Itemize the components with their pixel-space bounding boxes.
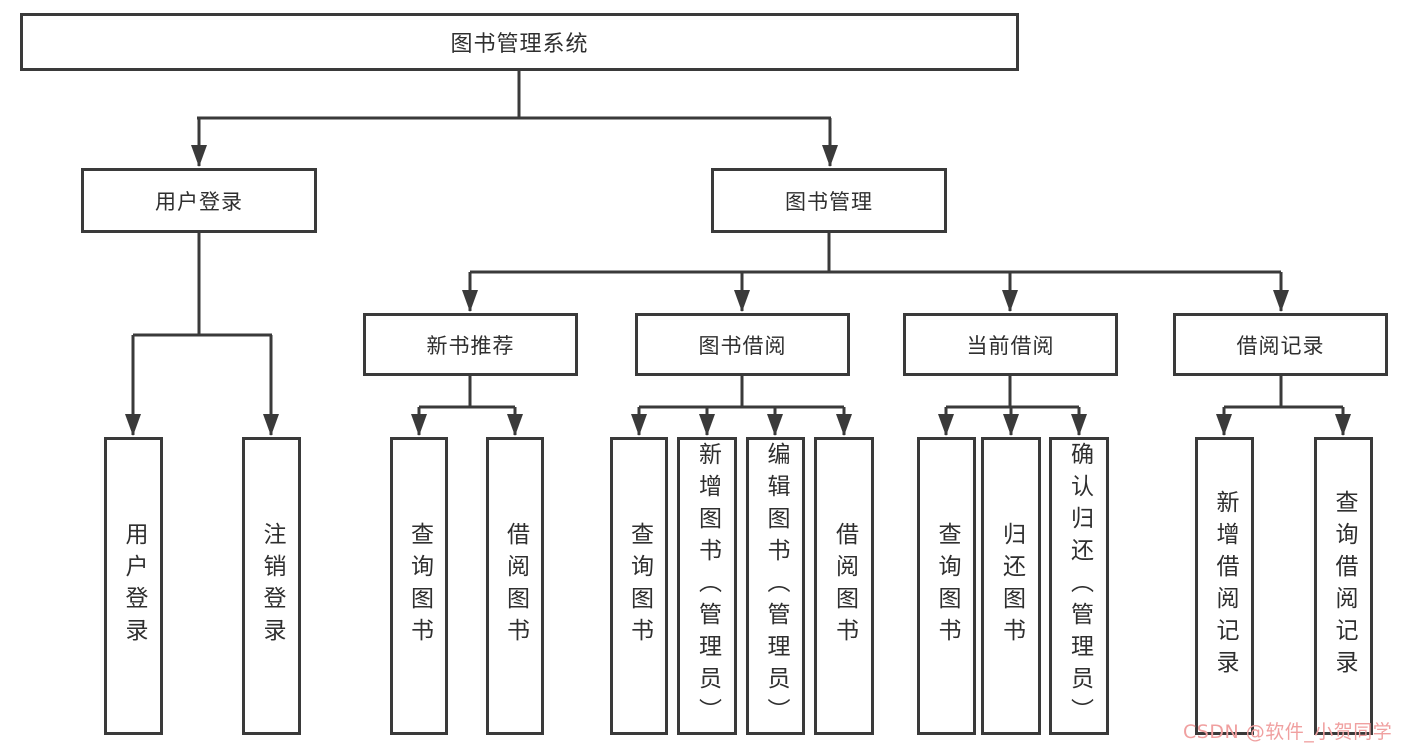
node-label: 归还图书 bbox=[998, 522, 1025, 650]
node-label: 编辑图书（管理员） bbox=[763, 442, 789, 730]
node-leaf-query-book: 查询图书 bbox=[610, 437, 668, 735]
node-leaf-confirm-return-admin: 确认归还（管理员） bbox=[1049, 437, 1109, 735]
node-label: 查询借阅记录 bbox=[1331, 490, 1357, 682]
node-root-label: 图书管理系统 bbox=[450, 32, 589, 57]
node-current-borrow: 当前借阅 bbox=[903, 313, 1118, 376]
node-label: 用户登录 bbox=[155, 189, 243, 214]
node-book-management-branch: 图书管理 bbox=[711, 168, 947, 233]
node-label: 查询图书 bbox=[406, 522, 433, 650]
node-leaf-user-login: 用户登录 bbox=[104, 437, 163, 735]
node-label: 借阅图书 bbox=[831, 522, 858, 650]
node-leaf-query-borrow-record: 查询借阅记录 bbox=[1314, 437, 1373, 735]
node-label: 新增借阅记录 bbox=[1212, 490, 1238, 682]
node-leaf-borrow-book: 借阅图书 bbox=[814, 437, 874, 735]
node-label: 查询图书 bbox=[934, 522, 960, 650]
node-label: 注销登录 bbox=[259, 522, 285, 650]
node-label: 借阅图书 bbox=[502, 522, 529, 650]
node-label: 用户登录 bbox=[121, 522, 147, 650]
node-leaf-query-book: 查询图书 bbox=[390, 437, 448, 735]
node-label: 新增图书（管理员） bbox=[694, 442, 721, 730]
node-book-borrow: 图书借阅 bbox=[635, 313, 850, 376]
node-label: 图书借阅 bbox=[698, 333, 787, 358]
node-leaf-query-book: 查询图书 bbox=[917, 437, 976, 735]
node-label: 图书管理 bbox=[785, 189, 873, 214]
node-root: 图书管理系统 bbox=[20, 13, 1019, 71]
node-label: 确认归还（管理员） bbox=[1066, 442, 1093, 730]
node-leaf-return-book: 归还图书 bbox=[981, 437, 1041, 735]
csdn-watermark: CSDN @软件_小贺同学 bbox=[1183, 721, 1393, 743]
node-leaf-add-borrow-record: 新增借阅记录 bbox=[1195, 437, 1254, 735]
node-leaf-logout: 注销登录 bbox=[242, 437, 301, 735]
node-borrow-records: 借阅记录 bbox=[1173, 313, 1388, 376]
node-leaf-add-book-admin: 新增图书（管理员） bbox=[677, 437, 737, 735]
node-label: 新书推荐 bbox=[426, 333, 515, 358]
node-new-book-recommend: 新书推荐 bbox=[363, 313, 578, 376]
node-label: 当前借阅 bbox=[966, 333, 1055, 358]
node-leaf-edit-book-admin: 编辑图书（管理员） bbox=[746, 437, 805, 735]
node-leaf-borrow-book: 借阅图书 bbox=[486, 437, 544, 735]
node-user-login-branch: 用户登录 bbox=[81, 168, 317, 233]
node-label: 查询图书 bbox=[626, 522, 653, 650]
node-label: 借阅记录 bbox=[1236, 333, 1325, 358]
